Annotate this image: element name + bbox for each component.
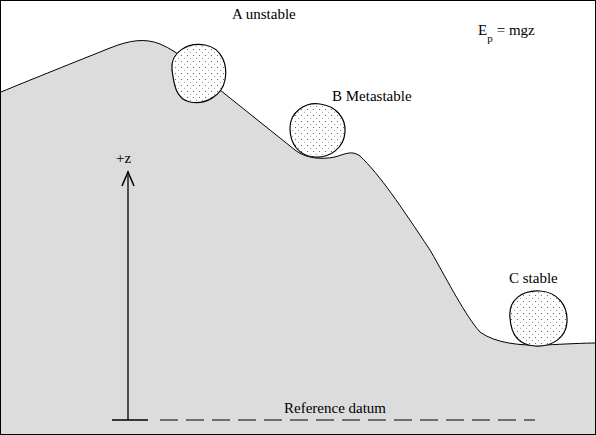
boulder: [290, 104, 345, 157]
formula-text: = mgz: [497, 22, 535, 39]
formula-subscript: p: [487, 32, 493, 44]
arrow-head: [122, 172, 134, 186]
state-label: A unstable: [232, 6, 296, 23]
datum-line: [160, 420, 535, 421]
state-label: C stable: [509, 270, 558, 287]
datum-label: Reference datum: [284, 400, 386, 417]
axis-arrow: [127, 175, 128, 420]
state-label: B Metastable: [332, 88, 412, 105]
axis-label: +z: [116, 150, 131, 167]
datum-tick: [112, 419, 148, 420]
ground: [1, 41, 596, 435]
boulder: [172, 44, 226, 102]
formula-symbol: E: [478, 22, 487, 39]
boulder: [510, 291, 567, 346]
terrain-line: [1, 41, 596, 346]
